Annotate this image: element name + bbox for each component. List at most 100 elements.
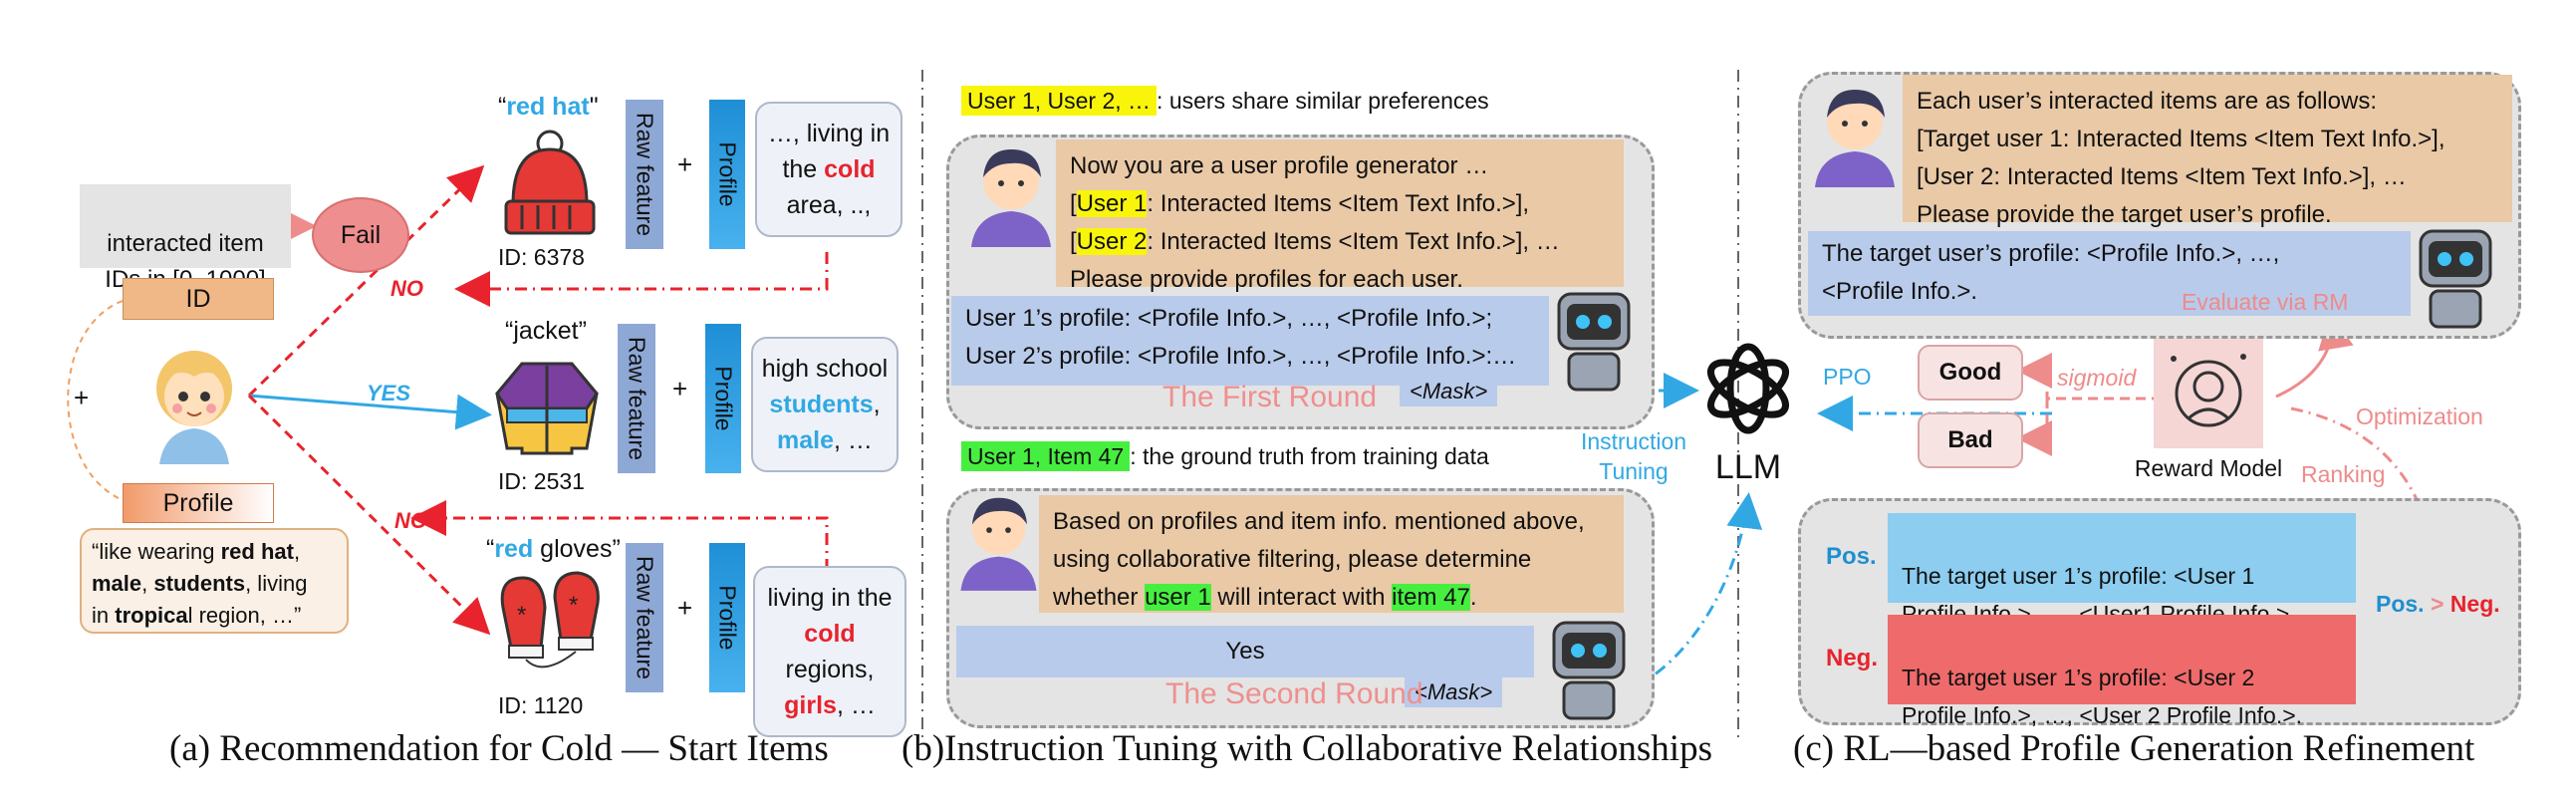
quote-highlight: red xyxy=(494,535,534,563)
reply-text: Yes xyxy=(1225,638,1265,665)
legend-ground-truth: User 1, Item 47: the ground truth from t… xyxy=(961,441,1489,471)
prompt-text: will interact with xyxy=(1210,584,1393,611)
prompt-box-round2: Based on profiles and item info. mention… xyxy=(1039,495,1624,613)
plus-2: + xyxy=(672,374,688,404)
arrow-rm-good xyxy=(2016,353,2162,401)
quote-bold: students xyxy=(153,571,246,596)
item-quote-red-gloves: “red gloves” xyxy=(486,535,621,564)
reply-line: User 1’s profile: <Profile Info.>, …, <P… xyxy=(965,305,1493,332)
quote-bold: red hat xyxy=(220,539,294,564)
desc-text: , xyxy=(873,391,881,418)
llm-logo-icon xyxy=(1707,343,1789,434)
desc-text: the xyxy=(782,155,825,183)
desc-highlight: cold xyxy=(804,620,856,648)
first-round-label: The First Round xyxy=(1162,381,1378,413)
item-id-6378: ID: 6378 xyxy=(498,244,585,270)
user-highlight: User 1 xyxy=(1076,190,1148,217)
reward-model-label: Reward Model xyxy=(2134,455,2283,481)
item-id-1120: ID: 1120 xyxy=(498,692,584,718)
reply-line: User 2’s profile: <Profile Info.>, …, <P… xyxy=(965,343,1517,370)
no-label-bottom: NO xyxy=(394,508,427,533)
mask-label-round2: <Mask> xyxy=(1405,677,1503,707)
raw-feature-label: Raw feature xyxy=(632,112,658,237)
plus-3: + xyxy=(677,593,693,623)
reply-box-round1: User 1’s profile: <Profile Info.>, …, <P… xyxy=(951,296,1549,386)
pos-tag: Pos. xyxy=(1826,543,1877,570)
second-round-label: The Second Round xyxy=(1165,677,1423,710)
desc-text: regions, xyxy=(785,656,875,683)
prompt-line: Please provide profiles for each user. xyxy=(1070,266,1463,293)
item-desc-box-1: …, living in the cold area, .., xyxy=(755,102,902,237)
reward-model-head-icon xyxy=(2171,354,2246,427)
prompt-box-round1: Now you are a user profile generator … [… xyxy=(1056,139,1624,293)
instruction-tuning-label: Instruction Tuning xyxy=(1580,428,1687,484)
item-quote-red-hat: “red hat" xyxy=(498,93,599,122)
user-highlight: user 1 xyxy=(1145,584,1211,611)
quote-mark: gloves” xyxy=(533,535,621,563)
arrow-yes xyxy=(248,394,492,430)
profile-bar-label: Profile xyxy=(162,489,234,517)
desc-text: living in the xyxy=(767,584,893,612)
arrow-round2-to-llm xyxy=(1633,492,1763,689)
yes-label: YES xyxy=(367,381,411,405)
caption-a: (a) Recommendation for Cold — Start Item… xyxy=(169,728,829,769)
pos-profile-box: The target user 1’s profile: <User 1 Pro… xyxy=(1888,513,2356,627)
reply-line: The target user’s profile: <Profile Info… xyxy=(1822,240,2280,267)
feedback-top xyxy=(454,252,829,307)
raw-feature-bar-1: Raw feature xyxy=(626,100,663,249)
prompt-line: [Target user 1: Interacted Items <Item T… xyxy=(1917,126,2446,152)
arrow-no-bottom xyxy=(247,394,491,636)
legend-text: : users share similar preferences xyxy=(1157,88,1489,114)
profile-bar: Profile xyxy=(123,483,274,523)
fail-node: Fail xyxy=(312,197,409,273)
prompt-line: Based on profiles and item info. mention… xyxy=(1053,508,1585,535)
robot-icon xyxy=(1557,292,1631,392)
mask-label-round1: <Mask> xyxy=(1400,377,1498,406)
optimization-label: Optimization xyxy=(2356,404,2483,429)
quote-text: , living xyxy=(245,571,308,596)
user-avatar-icon xyxy=(960,497,1037,591)
quote-text: in xyxy=(92,603,116,628)
evaluate-via-rm-label: Evaluate via RM xyxy=(2182,289,2349,315)
quote-text: , xyxy=(293,539,301,564)
red-gloves-icon: ** xyxy=(500,571,600,669)
raw-feature-bar-3: Raw feature xyxy=(626,543,663,692)
quote-text: , xyxy=(141,571,154,596)
item-id-2531: ID: 2531 xyxy=(498,468,585,494)
profile-bar-1: Profile xyxy=(709,100,745,249)
ppo-label: PPO xyxy=(1823,364,1872,390)
gt-sign: > xyxy=(2424,591,2450,617)
item-desc-box-3: living in the cold regions, girls, … xyxy=(753,566,906,737)
quote-mark: “ xyxy=(486,535,495,563)
item-quote-jacket: “jacket” xyxy=(505,317,587,345)
caption-c: (c) RL—based Profile Generation Refineme… xyxy=(1793,728,2475,769)
interacted-items-box: interacted item IDs in [0, 1000] xyxy=(80,184,291,293)
pos-greater-neg: Pos. > Neg. xyxy=(2376,591,2500,618)
prompt-line: Please provide the target user’s profile… xyxy=(1917,201,2332,228)
neg-profile-box: The target user 1’s profile: <User 2 Pro… xyxy=(1888,615,2356,728)
prompt-line: [User 2: Interacted Items <Item Text Inf… xyxy=(1917,163,2407,190)
quote-bold: male xyxy=(92,571,142,596)
quote-mark: " xyxy=(589,93,599,121)
plus-1: + xyxy=(677,149,693,179)
desc-text: , … xyxy=(834,426,873,454)
arrow-no-top xyxy=(247,164,485,398)
desc-text: high school xyxy=(761,355,889,383)
desc-text: area, .., xyxy=(786,191,872,219)
desc-highlight: students xyxy=(769,391,874,418)
red-hat-icon xyxy=(504,130,596,235)
neg-tag: Neg. xyxy=(1826,645,1879,672)
arrow-rm-bad xyxy=(2016,399,2052,456)
caption-b: (b)Instruction Tuning with Collaborative… xyxy=(902,728,1712,769)
prompt-text: . xyxy=(1469,584,1477,611)
raw-feature-label: Raw feature xyxy=(632,555,658,680)
neg-text: Neg. xyxy=(2449,591,2500,617)
profile-bar-2: Profile xyxy=(705,324,741,473)
profile-bar-3: Profile xyxy=(709,543,745,692)
feedback-bottom xyxy=(410,500,829,571)
user-avatar-icon xyxy=(971,149,1051,247)
prompt-line: [User 1: Interacted Items <Item Text Inf… xyxy=(1070,190,1530,217)
id-profile-bracket xyxy=(67,300,124,501)
prompt-line: Now you are a user profile generator … xyxy=(1070,152,1489,179)
raw-feature-label: Raw feature xyxy=(624,336,650,461)
